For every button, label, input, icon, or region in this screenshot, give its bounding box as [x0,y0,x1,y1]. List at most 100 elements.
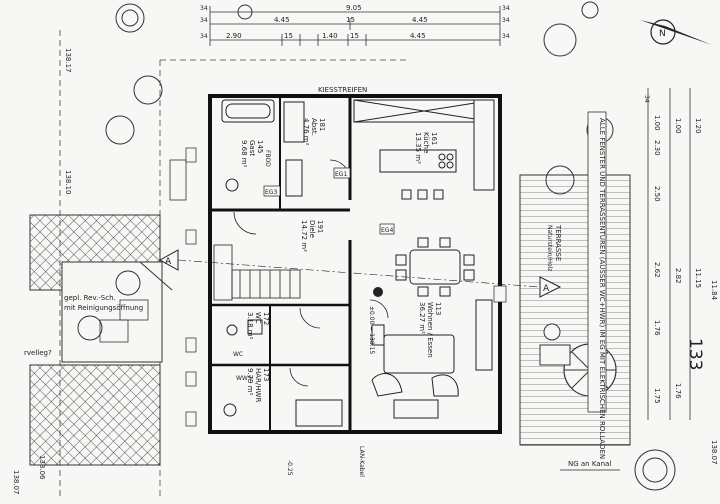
dim-left-34-b: 34 [200,17,208,24]
living-furniture [371,299,493,419]
shrub-icon-2 [581,1,599,19]
section-line [177,259,541,288]
bath-fixtures [221,99,343,427]
room-172-area: 3.18 m² [246,312,254,340]
dim-140: 1.40 [322,32,338,40]
room-191-num: 191 [316,220,324,233]
garden-bed [61,261,163,363]
label-level-bottom: -0.25 [286,460,293,476]
terrace-deck [519,174,631,446]
svg-text:N: N [659,29,666,39]
room-191-area: 14.72 m² [300,220,308,252]
tag-wc: WC [233,351,243,358]
note-box [587,111,607,413]
dim-15-a: 15 [284,32,293,40]
svg-text:A: A [543,284,550,294]
room-161-name: Küche [422,132,430,153]
dim-right-34-a: 34 [502,5,510,12]
dim-445-bottom: 4.45 [410,32,426,40]
tag-eg1: EG1 [335,171,347,178]
rdim-250: 2.50 [653,186,661,202]
rdim-34-a: 34 [643,95,650,103]
tree-icon-1 [115,3,145,33]
rdim-100-b: 1.00 [674,118,682,134]
label-rvelleg: rvelleg? [24,349,52,357]
plot-number: 133 [685,338,705,370]
bar-stools [401,189,444,200]
tag-eg4: EG4 [381,227,393,234]
kitchen-counters [353,99,495,191]
shrub-icon-1 [237,4,253,20]
level-138-10: 138.10 [64,170,72,195]
dim-left-34-a: 34 [200,5,208,12]
rdim-282: 2.82 [674,268,682,284]
tree-icon-8 [77,315,103,341]
dim-15-b: 15 [350,32,359,40]
rdim-230: 2.30 [653,140,661,156]
room-161-area: 13.35 m² [414,132,422,164]
kitchen-island [379,149,457,173]
tree-icon-3 [105,115,135,145]
label-reinigung: mit Reinigungsöffnung [64,304,143,312]
room-173-area: 9.79 m² [246,368,254,396]
wc-toilet-icon [226,324,238,336]
room-145-num: 145 [256,140,264,153]
right-dimension-chain [647,88,691,420]
rdim-175: 1.75 [653,388,661,404]
room-161-num: 161 [430,132,438,145]
room-145-name: Gast [248,140,256,156]
dim-right-34-b: 34 [502,17,510,24]
label-rev-sch: gepl. Rev.-Sch. [64,294,116,302]
room-181-area: 4.76 m² [302,118,310,146]
level-138-17: 138.17 [64,48,72,73]
room-172-name: WC [254,312,262,324]
terrace-table [539,344,571,366]
room-191-name: Diele [308,220,316,238]
tree-icon-7 [115,270,141,296]
dim-right-34-c: 34 [502,33,510,40]
equipment-tags [185,147,507,427]
level-138-07-left: 138.07 [12,470,20,495]
room-113-num: 113 [434,302,442,315]
room-173-name: HAR/HWR [254,368,262,402]
tag-fbod: FBOD [264,150,271,167]
label-lan-kabel: LAN-Kabel [358,446,365,477]
svg-text:A: A [165,257,172,267]
rdim-1115: 11.15 [694,268,702,288]
room-113-area: 36.27 m² [418,302,426,334]
dim-right-half: 4.45 [412,16,428,24]
building-walls [208,94,502,434]
room-labels: 145 Gast 9.68 m² 181 Abst. 4.76 m² 161 K… [240,118,442,402]
north-arrow-icon: N [640,19,712,45]
rdim-262: 2.62 [653,262,661,278]
tree-icon-2 [133,75,163,105]
room-173-num: 173 [262,368,270,381]
room-181-num: 181 [318,118,326,131]
terrace-label: TERRASSE [554,224,562,261]
dim-overall-width: 9.05 [346,4,362,12]
section-marker-left: A [158,249,179,271]
bed-line [139,261,173,291]
terrace-sub-label: Naturstein/Holz [546,225,553,271]
hatched-area-lower-cross [30,365,160,465]
level-138-07-right: 138.07 [710,440,718,465]
tree-icon-4 [543,23,577,57]
level-138-06: 138.06 [38,455,46,480]
washer-icon [223,403,237,417]
rdim-176-b: 1.76 [674,383,682,399]
label-kiesstreifen: KIESSTREIFEN [318,86,367,94]
tree-icon-9 [634,449,676,491]
room-172-num: 172 [262,312,270,325]
tag-hwr-label: WWS [236,375,252,382]
dim-mid-15: 15 [346,16,355,24]
room-181-name: Abst. [310,118,318,136]
svg-text:±0.00 = 138.15: ±0.00 = 138.15 [368,306,375,354]
toilet-icon [225,178,239,192]
door-swings [233,159,389,387]
label-ng-kanal: NG an Kanal [568,460,611,468]
terrace-chair-1 [543,323,561,341]
paving [99,159,187,343]
top-dimension-chain [209,6,501,46]
